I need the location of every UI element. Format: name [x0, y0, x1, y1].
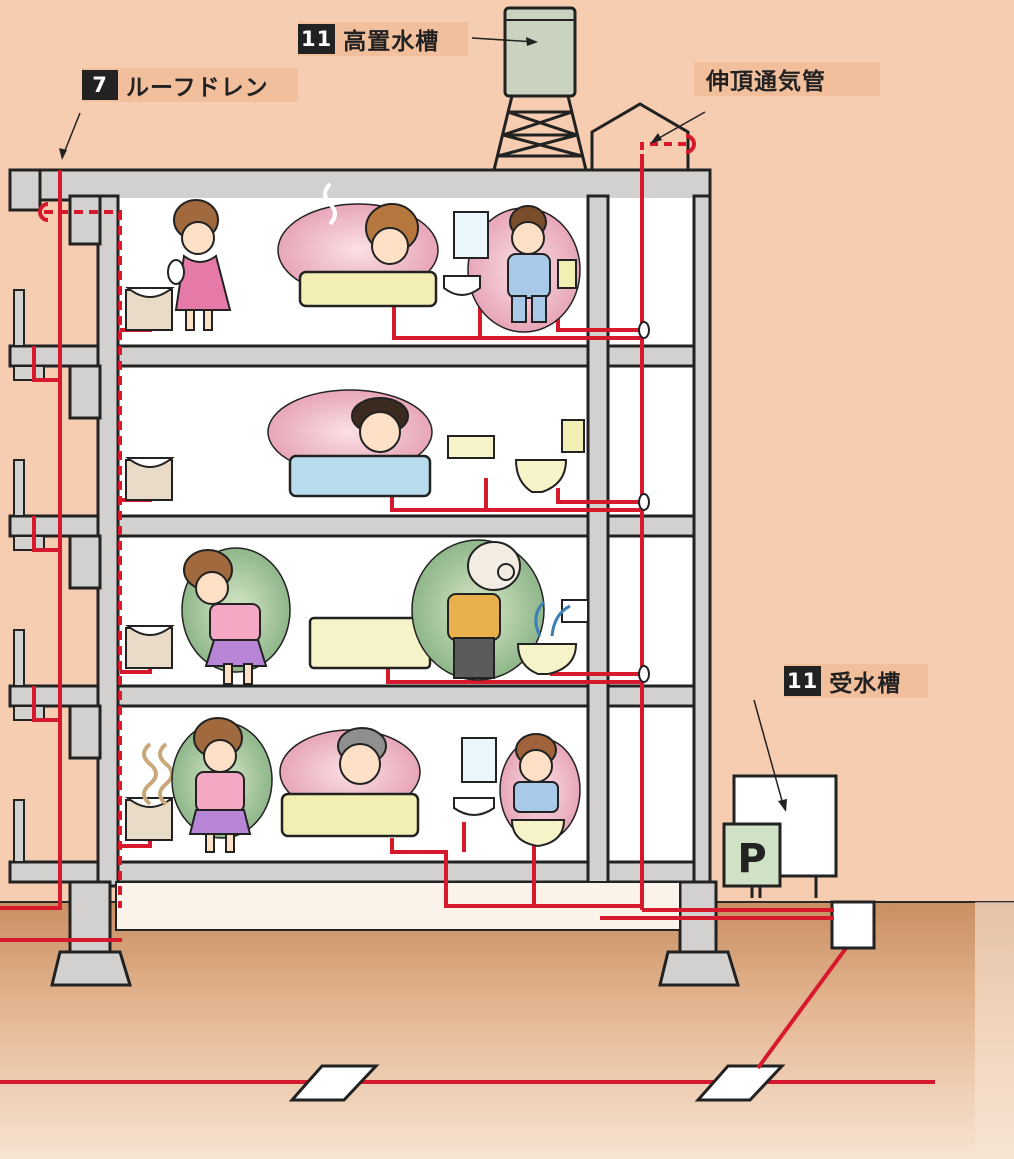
child-figure [513, 733, 559, 813]
receiving-tank-number: 11 [784, 666, 822, 696]
elevated-tank-text: 高置水槽 [343, 29, 440, 55]
floor-3-scene [125, 389, 585, 501]
elevated-tank-number: 11 [298, 24, 336, 54]
dog-man-figure [447, 541, 521, 679]
elevated-tank-label: 11 高置水槽 [298, 22, 468, 56]
manhole-box [830, 900, 876, 950]
bathtub [280, 792, 420, 838]
floor-2-scene [125, 539, 589, 685]
vent-stack-text: 伸頂通気管 [706, 69, 826, 95]
bather-figure [337, 727, 387, 785]
parking-sign: P [722, 822, 782, 898]
bathtub [308, 616, 432, 670]
floor-4-scene [125, 182, 581, 333]
roof-drain-text: ルーフドレン [126, 75, 269, 101]
floor-1-scene [125, 717, 581, 853]
man-on-toilet [507, 205, 551, 323]
vent-caps [38, 134, 696, 222]
bather-figure [365, 203, 419, 265]
bathtub [298, 270, 438, 308]
woman-figure [188, 717, 252, 853]
drain-pipes [0, 142, 834, 942]
woman-figure [167, 199, 232, 331]
cleanouts [638, 321, 650, 683]
parking-sign-letter: P [737, 836, 766, 882]
vent-stack-label: 伸頂通気管 [694, 62, 880, 96]
roof-drain-label: 7 ルーフドレン [82, 68, 298, 102]
roof-drain-number: 7 [82, 70, 118, 100]
elevated-water-tank [492, 6, 588, 171]
bather-figure [351, 397, 409, 453]
sewer-main-pipe [0, 938, 935, 1102]
receiving-tank-text: 受水槽 [829, 671, 902, 697]
bathtub [288, 454, 432, 498]
receiving-tank-label: 11 受水槽 [784, 664, 928, 698]
woman-figure [183, 549, 268, 685]
